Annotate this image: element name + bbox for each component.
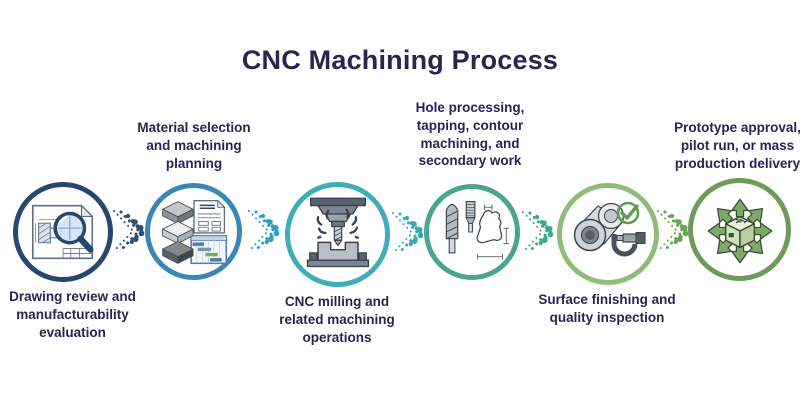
drawing-review-magnifier-icon — [31, 204, 94, 260]
flow-arrow-icon — [248, 210, 282, 252]
step-5-label: Surface finishing and quality inspection — [538, 292, 676, 325]
step-5-circle — [557, 183, 659, 285]
step-3-label: CNC milling and related machining operat… — [279, 294, 395, 345]
step-6-circle — [688, 178, 791, 281]
drill-tap-contour-icon — [445, 201, 510, 260]
step-2-circle — [145, 183, 242, 280]
step-4-circle — [424, 184, 520, 280]
flow-arrow-icon — [392, 212, 426, 254]
flow-arrow-icon — [657, 210, 691, 252]
step-1-circle — [13, 182, 113, 282]
step-2-label: Material selection and machining plannin… — [137, 120, 251, 171]
flow-arrow-icon — [113, 210, 147, 252]
step-4-label: Hole processing, tapping, contour machin… — [415, 100, 525, 169]
flow-arrow-icon — [522, 211, 556, 253]
part-check-micrometer-icon — [573, 201, 646, 257]
step-6-label: Prototype approval, pilot run, or mass p… — [674, 120, 800, 171]
step-3-circle — [285, 182, 390, 287]
step-1-label: Drawing review and manufacturability eva… — [9, 289, 136, 340]
page-title: CNC Machining Process — [241, 45, 559, 75]
delivery-box-arrows-icon — [707, 198, 772, 263]
cnc-milling-spindle-icon — [306, 197, 369, 267]
material-blocks-spec-gantt-icon — [161, 199, 227, 264]
